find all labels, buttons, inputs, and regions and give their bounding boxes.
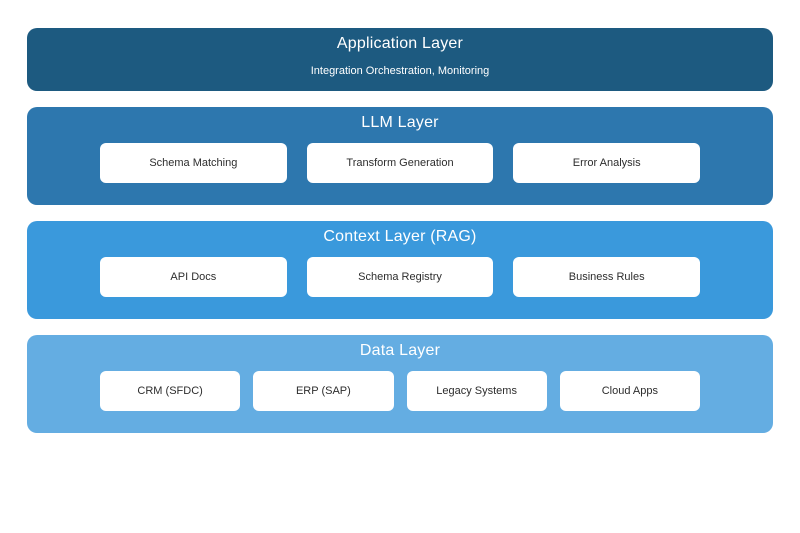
component-card: Schema Registry [306, 257, 494, 297]
component-card: CRM (SFDC) [100, 371, 241, 411]
context-components: API Docs Schema Registry Business Rules [100, 257, 701, 297]
layer-application-title: Application Layer [336, 35, 464, 52]
layer-llm: LLM Layer Schema Matching Transform Gene… [27, 107, 773, 205]
layer-application: Application Layer Integration Orchestrat… [27, 28, 773, 91]
layer-application-subtitle: Integration Orchestration, Monitoring [310, 65, 490, 77]
component-card: Error Analysis [513, 143, 701, 183]
data-components: CRM (SFDC) ERP (SAP) Legacy Systems Clou… [100, 371, 700, 411]
component-card: ERP (SAP) [253, 371, 394, 411]
component-card: Business Rules [513, 257, 701, 297]
llm-components: Schema Matching Transform Generation Err… [100, 143, 701, 183]
component-card: Schema Matching [100, 143, 287, 183]
layer-data: Data Layer CRM (SFDC) ERP (SAP) Legacy S… [27, 335, 773, 433]
layer-data-title: Data Layer [359, 342, 441, 359]
component-card: Cloud Apps [559, 371, 700, 411]
component-card: Legacy Systems [406, 371, 547, 411]
layer-stack: Application Layer Integration Orchestrat… [27, 28, 773, 449]
layer-context-rag-title: Context Layer (RAG) [323, 228, 477, 245]
component-card: API Docs [100, 257, 287, 297]
component-card: Transform Generation [306, 143, 494, 183]
layer-context-rag: Context Layer (RAG) API Docs Schema Regi… [27, 221, 773, 319]
layer-llm-title: LLM Layer [361, 114, 439, 131]
